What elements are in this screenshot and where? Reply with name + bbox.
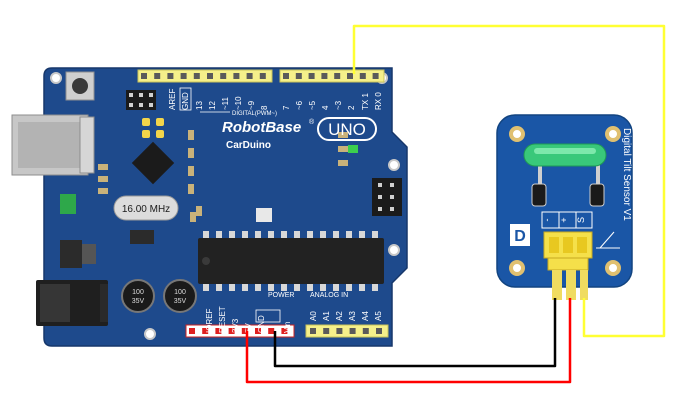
sensor-logo: D: [510, 224, 530, 246]
top-pin-label: AREF: [168, 89, 177, 110]
sensor-pin-label: -: [542, 219, 552, 222]
uno-badge: UNO: [317, 117, 377, 141]
analog-pin-label: A4: [361, 311, 370, 321]
top-pin-label: 2: [347, 105, 356, 110]
top-pin-label: GND: [181, 92, 190, 110]
usb-chip: [131, 141, 175, 185]
power-pin-labels: IOREF RESET 3V3 5V GND Vin: [205, 306, 292, 333]
power-led: [348, 145, 358, 153]
capacitor-value-label-2: 100: [174, 289, 186, 296]
sensor-pin-labels: - + S: [542, 217, 586, 223]
top-pin-label: 8: [260, 105, 269, 110]
top-pin-label: 13: [195, 101, 204, 110]
top-pin-label: 4: [321, 105, 330, 110]
power-pin-label: GND: [257, 315, 266, 333]
sensor-pin-label: +: [559, 217, 569, 222]
sensor-connector: [543, 231, 593, 300]
power-pin-label: 5V: [244, 323, 253, 333]
capacitor-voltage-label-1: 35V: [132, 298, 145, 305]
signal-wire: [352, 24, 666, 338]
top-pin-label: RX 0: [374, 92, 383, 110]
power-header-label: POWER: [268, 292, 294, 299]
sensor-pin-label-box: [541, 211, 593, 229]
tilt-symbol: [596, 231, 620, 249]
reset-button: [65, 71, 95, 101]
power-pin-label: Vin: [283, 322, 292, 333]
analog-pin-label: A1: [322, 311, 331, 321]
power-header: [185, 324, 295, 338]
small-button: [256, 208, 272, 222]
sensor-logo-letter: D: [514, 228, 526, 245]
usb-port: [11, 114, 95, 176]
analog-pin-label: A3: [348, 311, 357, 321]
solder-pads: [142, 118, 164, 138]
power-jack: [36, 280, 108, 326]
brand-logo: RobotBase: [222, 119, 301, 136]
top-pin-labels: GND AREF 13 12 ~11 ~10 ~9 8 7 ~6 ~5 4 ~3 2 TX 1 RX 0: [168, 87, 383, 111]
capacitors: 100 35V 100 35V: [121, 279, 197, 313]
analog-header: [305, 324, 389, 338]
brand-mark: ®: [309, 118, 315, 126]
crystal-label: 16.00 MHz: [122, 204, 170, 215]
analog-pin-label: A5: [374, 311, 383, 321]
tilt-switch-legs: [538, 160, 600, 184]
top-pin-label: ~3: [334, 100, 343, 110]
top-pin-label: ~9: [247, 100, 256, 110]
smd-components: [98, 130, 348, 222]
digital-header: [137, 69, 385, 83]
top-pin-label: TX 1: [361, 93, 370, 110]
top-pin-label: ~5: [308, 100, 317, 110]
top-pin-label: 7: [282, 105, 291, 110]
tilt-switch: [523, 143, 607, 167]
sensor-mounting-holes: [509, 126, 621, 276]
capacitor-voltage-label-2: 35V: [174, 298, 187, 305]
wires: [245, 24, 666, 384]
icsp-header-top: [126, 90, 156, 110]
sensor-title: Digital Tilt Sensor V1: [621, 128, 632, 221]
top-pin-label: ~10: [234, 96, 243, 110]
crystal-oscillator: 16.00 MHz: [113, 195, 179, 221]
power-pin-label: RESET: [218, 306, 227, 333]
power-pin-label: IOREF: [205, 308, 214, 333]
uno-badge-text: UNO: [328, 120, 366, 139]
model-name: CarDuino: [226, 140, 271, 151]
top-pin-label: 12: [208, 101, 217, 110]
microcontroller-chip: [198, 231, 384, 291]
analog-header-label: ANALOG IN: [310, 292, 348, 299]
tilt-sensor-module: D - + S Digital Tilt Sensor V1: [496, 114, 633, 300]
power-wire: [245, 298, 572, 384]
icsp-header-right: [372, 178, 402, 216]
arduino-board: 16.00 MHz 100 35V 100 35V: [11, 67, 408, 347]
analog-pin-labels: A0 A1 A2 A3 A4 A5: [309, 311, 383, 321]
top-pin-label: ~11: [221, 96, 230, 110]
analog-pin-label: A0: [309, 311, 318, 321]
voltage-regulator: [60, 240, 82, 268]
analog-pin-label: A2: [335, 311, 344, 321]
ground-wire: [273, 298, 557, 368]
green-component: [60, 194, 76, 214]
power-pin-label: 3V3: [231, 318, 240, 333]
capacitor-value-label-1: 100: [132, 289, 144, 296]
top-pin-label: ~6: [295, 100, 304, 110]
digital-header-label: DIGITAL(PWM~): [232, 111, 277, 117]
sensor-pin-label: S: [576, 217, 586, 223]
